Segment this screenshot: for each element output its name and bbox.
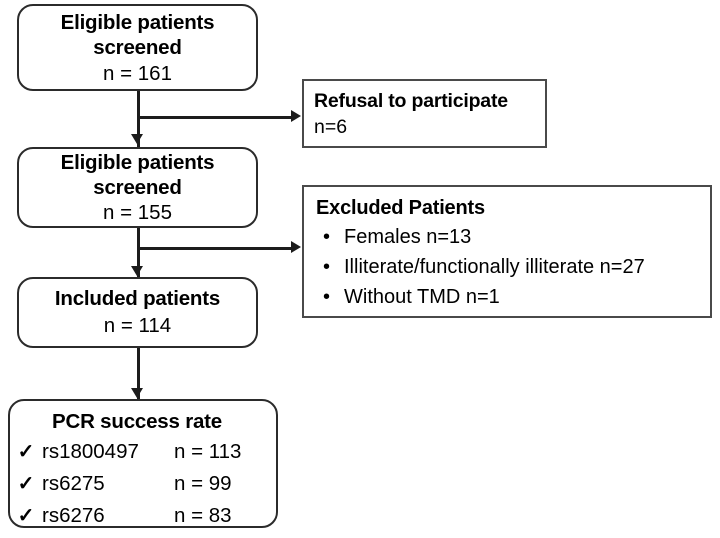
arrowhead-to-pcr: [131, 388, 143, 398]
list-item: • Females n=13: [316, 222, 710, 252]
node-refusal-to-participate: Refusal to participate n=6: [302, 79, 547, 148]
node-count: n=6: [314, 115, 348, 138]
arrowhead-to-eligible155: [131, 134, 143, 144]
node-count: n = 155: [103, 200, 172, 224]
list-item: ✓ rs6275 n = 99: [10, 468, 276, 500]
check-icon: ✓: [17, 473, 35, 495]
list-item-label: Without TMD n=1: [344, 286, 500, 308]
list-item-label: Illiterate/functionally illiterate n=27: [344, 256, 645, 278]
pcr-marker-count: n = 99: [174, 472, 232, 495]
node-excluded-patients: Excluded Patients • Females n=13 • Illit…: [302, 185, 712, 318]
node-title: Eligible patients: [60, 11, 215, 34]
node-title-line2: screened: [93, 175, 182, 199]
arrowhead-to-included: [131, 266, 143, 276]
pcr-marker-count: n = 83: [174, 504, 232, 527]
check-icon: ✓: [17, 441, 35, 463]
list-item: • Illiterate/functionally illiterate n=2…: [316, 252, 710, 282]
connector-eligible161-to-refusal: [137, 116, 294, 119]
node-count: n = 161: [103, 62, 172, 85]
bullet-icon: •: [323, 256, 331, 278]
node-title: PCR success rate: [52, 410, 223, 433]
node-eligible-patients-screened-161: Eligible patients screened n = 161: [17, 4, 258, 91]
pcr-marker-count: n = 113: [174, 440, 242, 463]
arrowhead-to-excluded: [291, 241, 301, 253]
connector-included-to-pcr: [137, 348, 140, 399]
arrowhead-to-refusal: [291, 110, 301, 122]
node-count: n = 114: [103, 314, 172, 337]
pcr-marker-list: ✓ rs1800497 n = 113 ✓ rs6275 n = 99 ✓ rs…: [10, 436, 276, 532]
node-title: Excluded Patients: [316, 197, 485, 219]
connector-eligible155-to-included: [137, 228, 140, 284]
node-title: Refusal to participate: [314, 89, 508, 112]
bullet-icon: •: [323, 286, 331, 308]
excluded-reason-list: • Females n=13 • Illiterate/functionally…: [316, 222, 710, 312]
list-item: • Without TMD n=1: [316, 282, 710, 312]
pcr-marker-label: rs1800497: [42, 440, 139, 463]
node-title: Eligible patients: [60, 150, 215, 174]
node-pcr-success-rate: PCR success rate ✓ rs1800497 n = 113 ✓ r…: [8, 399, 278, 528]
pcr-marker-label: rs6276: [42, 504, 105, 527]
node-title-line2: screened: [93, 36, 182, 59]
list-item-label: Females n=13: [344, 226, 472, 248]
node-included-patients: Included patients n = 114: [17, 277, 258, 348]
bullet-icon: •: [323, 226, 331, 248]
node-eligible-patients-screened-155: Eligible patients screened n = 155: [17, 147, 258, 228]
connector-eligible161-to-eligible155: [137, 91, 140, 148]
pcr-marker-label: rs6275: [42, 472, 105, 495]
node-title: Included patients: [54, 287, 221, 310]
list-item: ✓ rs1800497 n = 113: [10, 436, 276, 468]
list-item: ✓ rs6276 n = 83: [10, 500, 276, 532]
connector-eligible155-to-excluded: [137, 247, 294, 250]
check-icon: ✓: [17, 505, 35, 527]
